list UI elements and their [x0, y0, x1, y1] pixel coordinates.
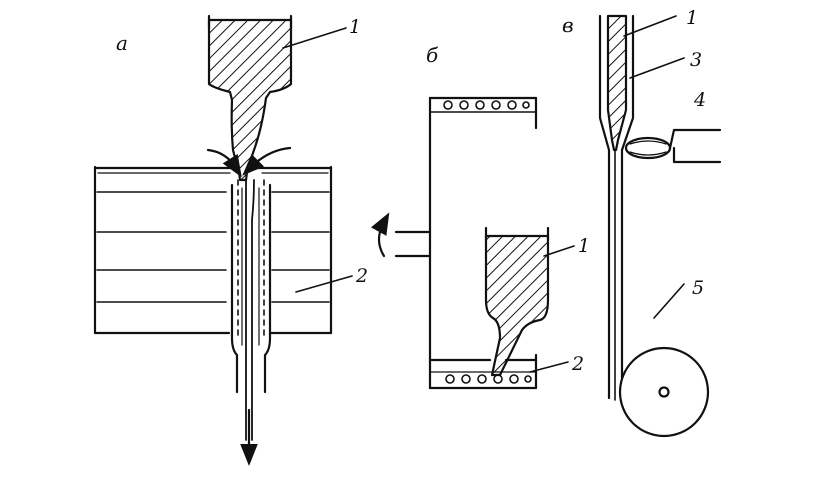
panel-letter-a: а — [116, 31, 128, 55]
leader-5-v — [653, 283, 685, 319]
heater-4-inner-top — [629, 140, 667, 145]
label-1-a: 1 — [349, 16, 361, 38]
preform-1-b — [484, 234, 550, 377]
preform-1-v — [606, 14, 628, 152]
tube-outer-right — [263, 183, 272, 394]
heater-4-housing-bottom — [672, 146, 722, 164]
heater-4-housing-top — [668, 128, 722, 150]
inflow-arrow-left — [206, 148, 242, 178]
panel-a — [93, 14, 353, 466]
label-3-v: 3 — [690, 49, 702, 71]
label-1-v: 1 — [686, 7, 698, 29]
label-2-a: 2 — [355, 265, 368, 287]
panel-v — [598, 14, 722, 438]
fiber-coil-bottom — [445, 374, 532, 384]
panel-letter-v: в — [562, 13, 574, 37]
drum-5-axle — [658, 386, 670, 398]
leader-1-a — [282, 27, 347, 49]
leader-3-v — [629, 57, 685, 79]
label-1-b: 1 — [578, 235, 590, 257]
coating-outer-left — [598, 14, 611, 400]
leader-2-a — [295, 275, 353, 293]
leader-1-b — [543, 245, 575, 257]
leader-1-v — [623, 15, 677, 37]
label-4-v: 4 — [693, 89, 706, 111]
take-up-drum-5 — [618, 346, 710, 438]
liquid-layers — [96, 191, 330, 303]
fiber-coil-top — [443, 100, 530, 110]
label-2-b: 2 — [571, 353, 584, 375]
coating-outer-right — [620, 14, 635, 380]
panel-b — [370, 96, 575, 390]
panel-letter-b: б — [426, 43, 439, 67]
fiber-a-right — [251, 179, 255, 441]
heater-4-inner-bottom — [629, 151, 667, 156]
tube-outer-left — [230, 183, 239, 394]
preform-1-a — [207, 18, 293, 182]
liquid-in-tube — [237, 179, 265, 341]
inflow-arrow-right — [242, 146, 292, 176]
rotation-arrow — [370, 212, 390, 258]
leader-2-b — [529, 361, 569, 373]
label-5-v: 5 — [692, 277, 704, 299]
